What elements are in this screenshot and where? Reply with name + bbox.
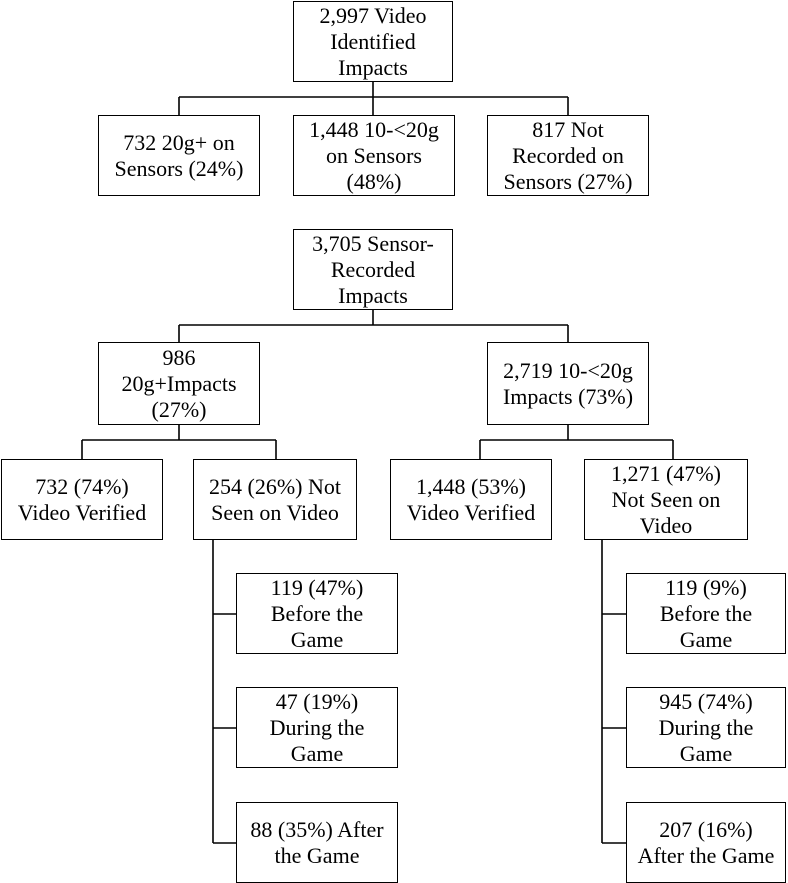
right-before-game-box: 119 (9%) Before the Game: [626, 573, 786, 654]
sensor-20g-box: 986 20g+Impacts (27%): [98, 342, 260, 425]
right-after-game-box: 207 (16%) After the Game: [626, 802, 786, 883]
right-during-game-box: 945 (74%) During the Game: [626, 687, 786, 768]
left-after-game-box: 88 (35%) After the Game: [236, 802, 398, 883]
left-during-game-box: 47 (19%) During the Game: [236, 687, 398, 768]
video-child-not-recorded-box: 817 Not Recorded on Sensors (27%): [487, 115, 649, 196]
left-before-game-box: 119 (47%) Before the Game: [236, 573, 398, 654]
right-verified-box: 1,448 (53%) Video Verified: [390, 459, 552, 540]
video-child-20g-box: 732 20g+ on Sensors (24%): [98, 115, 260, 196]
sensor-10-20g-box: 2,719 10-<20g Impacts (73%): [487, 342, 649, 425]
video-root-box: 2,997 Video Identified Impacts: [293, 1, 453, 82]
left-not-seen-box: 254 (26%) Not Seen on Video: [193, 459, 357, 540]
video-child-10-20g-box: 1,448 10-<20g on Sensors (48%): [293, 115, 455, 196]
sensor-root-box: 3,705 Sensor- Recorded Impacts: [293, 229, 453, 310]
right-not-seen-box: 1,271 (47%) Not Seen on Video: [584, 459, 748, 540]
left-verified-box: 732 (74%) Video Verified: [1, 459, 163, 540]
